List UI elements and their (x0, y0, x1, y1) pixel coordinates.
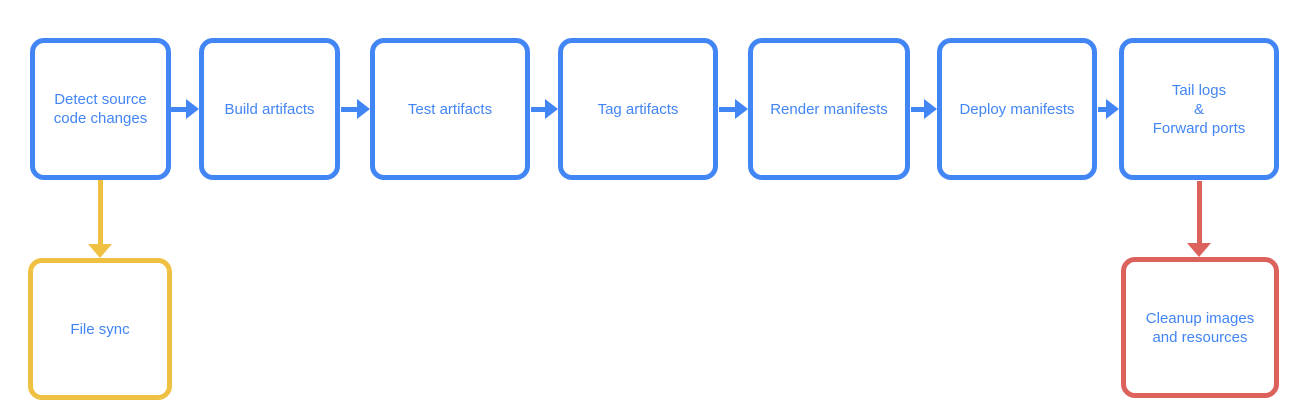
node-label: Detect source code changes (53, 91, 148, 127)
arrow-head-icon (357, 99, 370, 119)
node-file-sync: File sync (28, 258, 172, 400)
arrow-head-icon (1106, 99, 1119, 119)
node-label: Test artifacts (407, 100, 493, 118)
node-label: Tag artifacts (597, 100, 679, 118)
arrow-shaft (341, 106, 360, 112)
node-label: Tail logs & Forward ports (1152, 81, 1246, 137)
arrow-test-to-tag-icon (531, 99, 558, 119)
node-cleanup-images-and-resources: Cleanup images and resources (1121, 257, 1279, 398)
arrow-shaft (531, 106, 548, 112)
node-deploy-manifests: Deploy manifests (937, 38, 1097, 180)
arrow-build-to-test-icon (341, 99, 370, 119)
arrow-head-icon (186, 99, 199, 119)
node-label: Render manifests (770, 100, 888, 118)
node-label: Build artifacts (224, 100, 315, 118)
arrow-shaft (911, 106, 927, 112)
arrow-detect-to-file-sync-icon (88, 180, 112, 258)
arrow-detect-to-build-icon (171, 99, 199, 119)
node-label: Cleanup images and resources (1145, 309, 1255, 346)
arrow-head-icon (735, 99, 748, 119)
arrow-tail-to-cleanup-icon (1187, 181, 1211, 257)
node-label: Deploy manifests (959, 100, 1075, 118)
arrow-shaft (1196, 181, 1202, 246)
node-tail-logs-forward-ports: Tail logs & Forward ports (1119, 38, 1279, 180)
arrow-tag-to-render-icon (719, 99, 748, 119)
node-tag-artifacts: Tag artifacts (558, 38, 718, 180)
node-test-artifacts: Test artifacts (370, 38, 530, 180)
arrow-shaft (719, 106, 738, 112)
arrow-head-icon (88, 244, 112, 258)
arrow-shaft (1098, 106, 1109, 112)
arrow-shaft (171, 106, 189, 112)
arrow-head-icon (545, 99, 558, 119)
arrow-deploy-to-tail-icon (1098, 99, 1119, 119)
arrow-render-to-deploy-icon (911, 99, 937, 119)
arrow-head-icon (924, 99, 937, 119)
node-render-manifests: Render manifests (748, 38, 910, 180)
node-label: File sync (70, 320, 130, 338)
node-build-artifacts: Build artifacts (199, 38, 340, 180)
arrow-head-icon (1187, 243, 1211, 257)
node-detect-source-code-changes: Detect source code changes (30, 38, 171, 180)
arrow-shaft (97, 180, 103, 247)
